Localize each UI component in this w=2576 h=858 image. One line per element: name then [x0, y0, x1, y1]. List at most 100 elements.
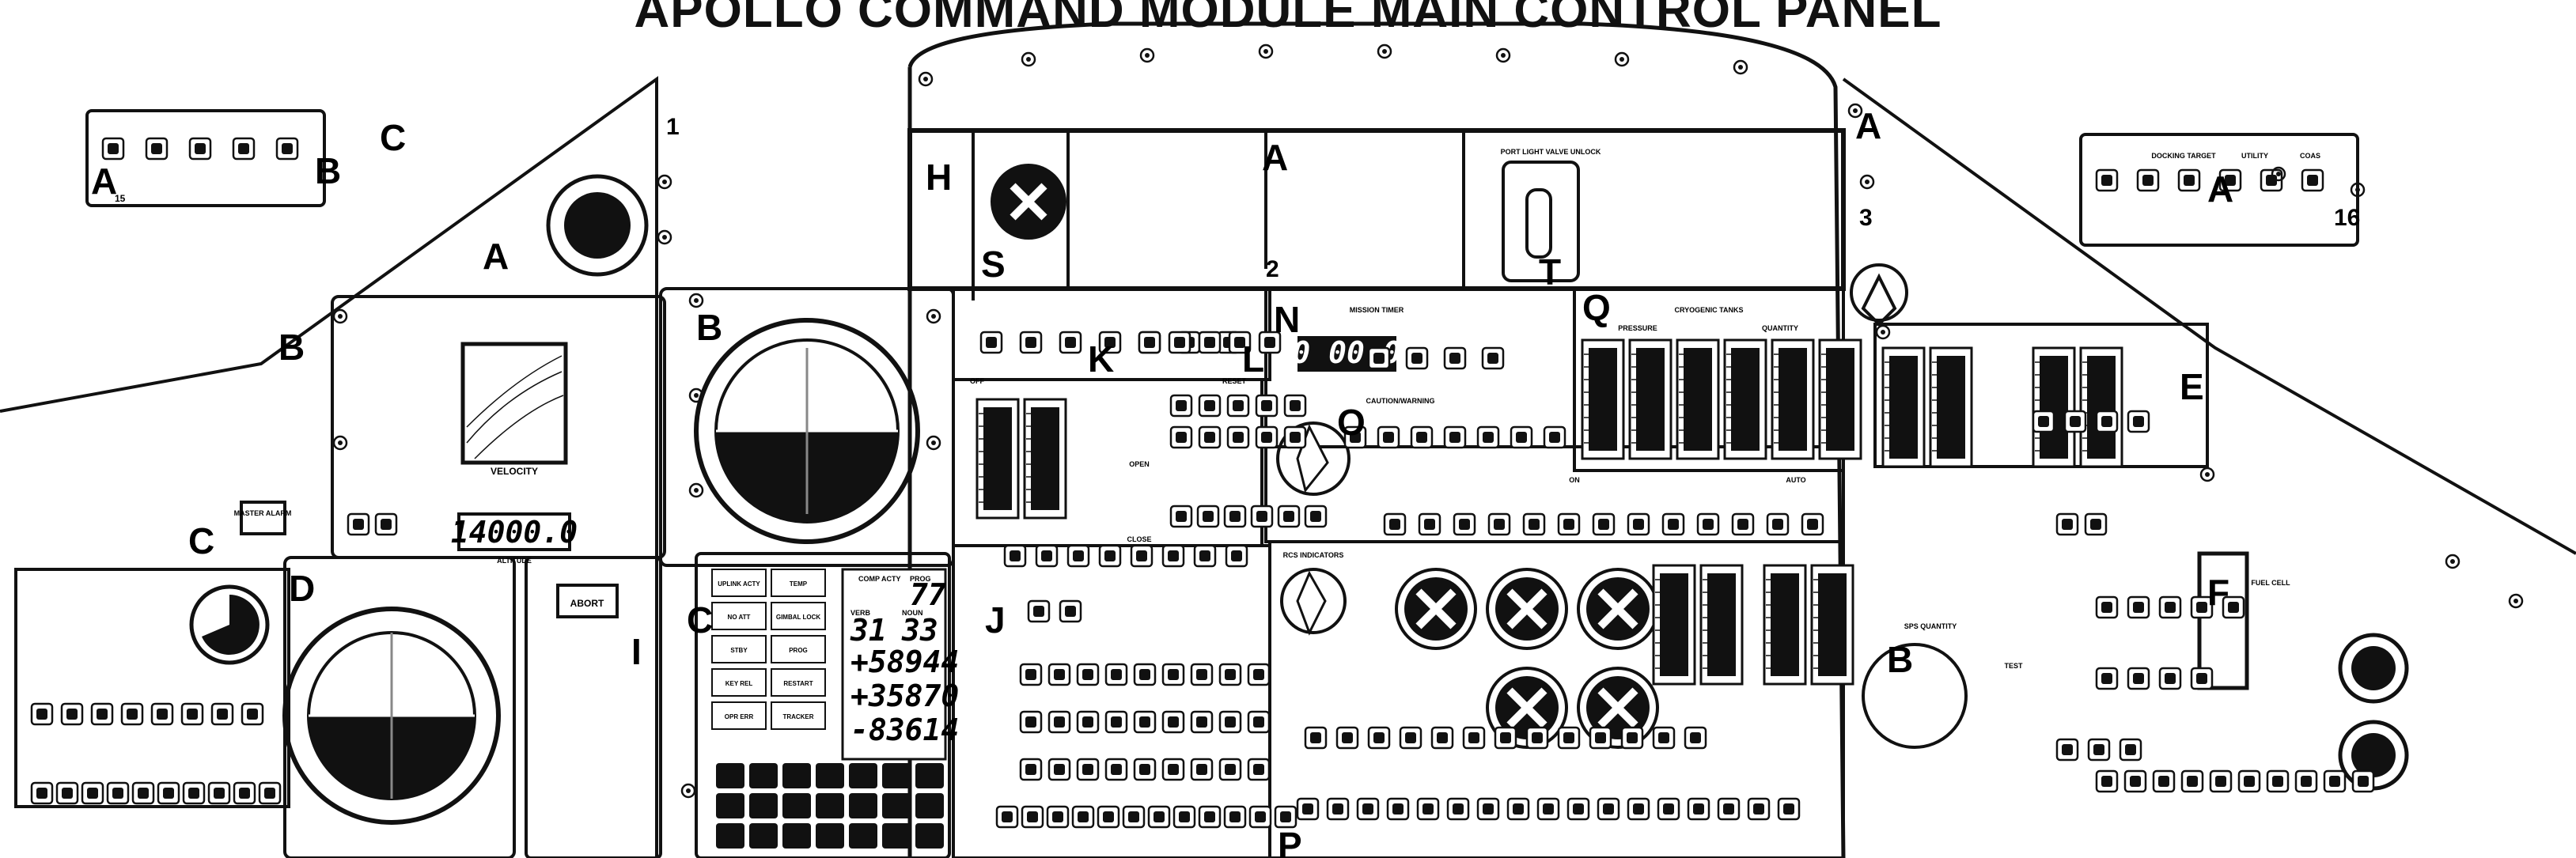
toggle-switch-lever	[2165, 673, 2176, 684]
dsky-key	[915, 763, 944, 788]
toggle-switch-lever	[1204, 432, 1215, 443]
master-alarm-label: MASTER ALARM	[234, 509, 292, 517]
open-label: OPEN	[1129, 460, 1150, 468]
toggle-switch-lever	[1500, 732, 1511, 743]
gauge-sps-quantity	[1862, 643, 1968, 749]
toggle-switch-lever	[1563, 732, 1574, 743]
toggle-switch-lever	[1174, 337, 1185, 348]
toggle-switch-lever	[1168, 550, 1179, 561]
toggle-switch-lever	[1229, 511, 1241, 522]
panel-f	[2197, 551, 2249, 690]
toggle-switch-lever	[1179, 811, 1190, 822]
toggle-switch-lever	[2133, 673, 2144, 684]
toggle-switch-lever	[1256, 511, 1267, 522]
dsky-noun-label: NOUN	[902, 609, 923, 617]
toggle-switch-lever	[1658, 732, 1669, 743]
rivet-center	[1263, 49, 1268, 54]
toggle-switch-lever	[1411, 353, 1422, 364]
reset-label: RESET	[1222, 377, 1247, 385]
toggle-switch-lever	[188, 788, 199, 799]
toggle-switch-lever	[1633, 803, 1644, 815]
toggle-switch-lever	[282, 143, 293, 154]
rivet-center	[1853, 108, 1858, 113]
cryogenic-tanks-label: CRYOGENIC TANKS	[1674, 306, 1743, 314]
callout-a-left: A	[483, 236, 509, 277]
toggle-switch-lever	[1693, 803, 1704, 815]
mission-timer-label: MISSION TIMER	[1350, 306, 1404, 314]
toggle-switch-lever	[1459, 519, 1470, 530]
rivet-center	[686, 788, 691, 793]
toggle-switch-lever	[1264, 337, 1275, 348]
rivet-center	[931, 440, 936, 445]
toggle-switch-lever	[1054, 764, 1065, 775]
toggle-switch-lever	[1283, 511, 1294, 522]
callout-3: 3	[1859, 205, 1873, 231]
toggle-switch-lever	[1225, 764, 1236, 775]
dsky-key	[816, 793, 844, 818]
toggle-switch-lever	[1025, 337, 1036, 348]
dsky-key	[782, 763, 811, 788]
toggle-switch-lever	[1144, 337, 1155, 348]
toggle-switch-lever	[2062, 519, 2073, 530]
toggle-switch-lever	[1233, 400, 1244, 411]
callout-a-right: A	[1855, 105, 1881, 146]
toggle-switch-lever	[97, 709, 108, 720]
dsky-key	[882, 823, 911, 849]
toggle-switch-lever	[2301, 776, 2312, 787]
toggle-switch-lever	[1204, 337, 1215, 348]
rivet-center	[2205, 472, 2210, 477]
toggle-switch-lever	[1302, 803, 1313, 815]
toggle-switch-lever	[381, 519, 392, 530]
dsky-status-light	[771, 635, 826, 663]
toggle-switch-lever	[1204, 400, 1215, 411]
toggle-switch-lever	[1261, 432, 1272, 443]
toggle-switch-lever	[108, 143, 119, 154]
toggle-switch-lever	[2125, 744, 2136, 755]
rivet	[2271, 166, 2286, 182]
toggle-switch-lever	[1168, 764, 1179, 775]
toggle-switch-lever	[1449, 432, 1460, 443]
gauge-s	[991, 164, 1066, 240]
rivet-center	[662, 180, 667, 184]
toggle-switch-lever	[1627, 732, 1638, 743]
toggle-switch-lever	[2196, 673, 2207, 684]
callout-c-center: C	[687, 599, 713, 641]
toggle-switch-lever	[1229, 811, 1241, 822]
toggle-switch-lever	[1027, 811, 1038, 822]
callout-c-left-top: C	[380, 117, 406, 158]
dsky-status-light	[771, 602, 826, 630]
toggle-switch-lever	[2272, 776, 2283, 787]
toggle-switch-lever	[1253, 764, 1264, 775]
toggle-switch-lever	[1111, 764, 1122, 775]
rivet	[680, 783, 696, 799]
toggle-switch-lever	[1176, 400, 1187, 411]
callout-b-right: B	[1887, 639, 1913, 680]
dsky-status-label: OPR ERR	[725, 713, 754, 720]
toggle-switch-lever	[1416, 432, 1427, 443]
dsky-key	[882, 793, 911, 818]
toggle-switch-lever	[138, 788, 149, 799]
dsky-key	[849, 763, 877, 788]
rivet	[1377, 43, 1392, 59]
tape-gauge-tape	[1937, 356, 1965, 459]
toggle-switch-lever	[1516, 432, 1527, 443]
toggle-switch-lever	[1196, 716, 1207, 728]
toggle-switch-lever	[112, 788, 123, 799]
rivet	[2199, 467, 2215, 482]
toggle-switch-lever	[2070, 416, 2081, 427]
toggle-switch-lever	[2130, 776, 2141, 787]
dsky-register-2: +35870	[850, 678, 959, 713]
callout-c-left: C	[188, 520, 214, 561]
callout-16: 16	[2334, 205, 2360, 231]
toggle-switch-lever	[1723, 803, 1734, 815]
toggle-switch-lever	[264, 788, 275, 799]
dsky-key	[749, 793, 778, 818]
toggle-switch-lever	[1065, 606, 1076, 617]
toggle-switch-lever	[1543, 803, 1554, 815]
sps-quantity-label: SPS QUANTITY	[1904, 622, 1957, 630]
rivet-center	[2513, 599, 2518, 603]
toggle-switch-lever	[1154, 811, 1165, 822]
toggle-switch-lever	[1529, 519, 1540, 530]
rivet-center	[1881, 330, 1885, 335]
